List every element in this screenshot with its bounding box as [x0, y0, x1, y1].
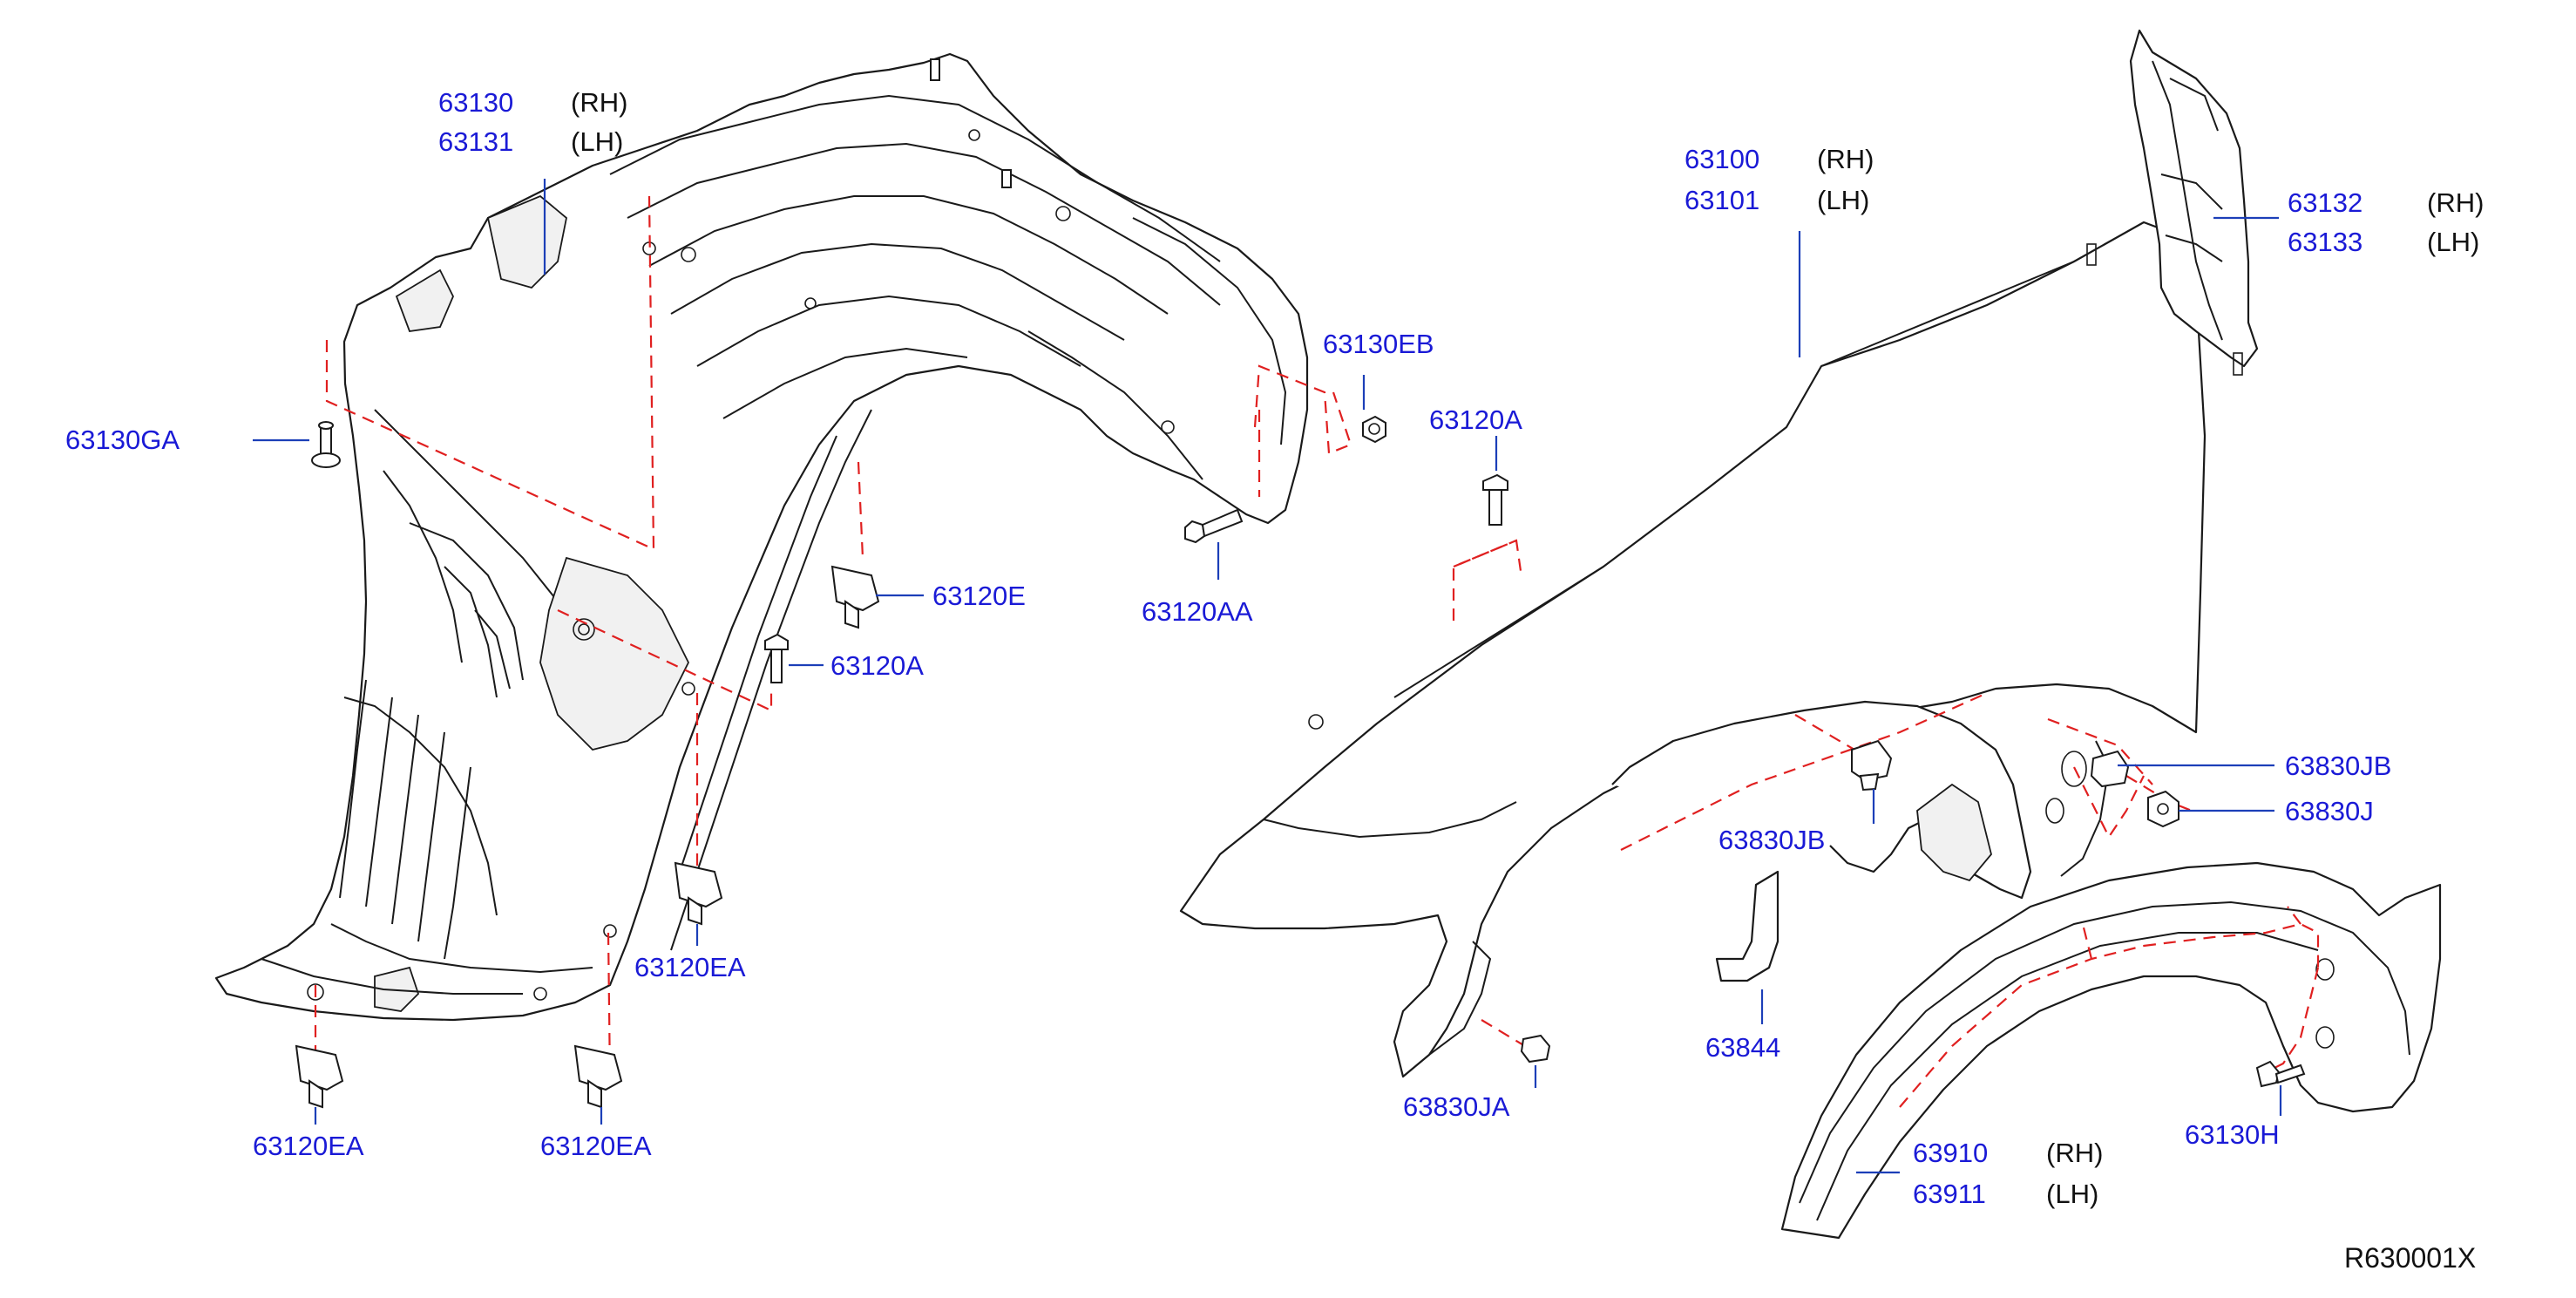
callout-63130GA: 63130GA	[65, 425, 180, 455]
fastener-63120A-mid	[764, 633, 789, 683]
callout-63120EA-left: 63120EA	[253, 1131, 364, 1161]
callout-63131-code: 63131	[438, 126, 513, 157]
fender-seal-63132	[2129, 29, 2259, 376]
callout-63844: 63844	[1705, 1032, 1780, 1063]
fastener-63130EB	[1362, 415, 1386, 444]
callout-63120A-top: 63120A	[1429, 404, 1522, 435]
callout-63910-side: (RH)	[2046, 1138, 2103, 1168]
callout-63132-side: (RH)	[2427, 187, 2484, 218]
callout-63131-side: (LH)	[571, 126, 623, 157]
fastener-63830JA	[1520, 1034, 1551, 1064]
clip-63120E	[830, 565, 880, 629]
callout-63130-side: (RH)	[571, 87, 627, 118]
clip-63120EA-mid	[674, 861, 723, 926]
callout-63911-code: 63911	[1913, 1179, 1986, 1209]
fastener-63120AA	[1184, 508, 1244, 544]
clip-63120EA-left	[295, 1044, 344, 1109]
callout-63130EB: 63130EB	[1323, 329, 1434, 359]
fender-protector	[214, 52, 1309, 1022]
callout-63830JA: 63830JA	[1403, 1091, 1510, 1122]
front-fender-panel	[1179, 221, 2207, 1078]
fastener-63830JB-right	[2090, 750, 2130, 788]
wheel-arch-molding	[1780, 861, 2442, 1240]
callout-63910-code: 63910	[1913, 1138, 1988, 1168]
fender-insulator-63844	[1715, 870, 1779, 982]
callout-63130-code: 63130	[438, 87, 513, 118]
leader-lines	[253, 179, 2282, 1174]
callout-63120E: 63120E	[932, 581, 1026, 611]
fastener-63130H	[2255, 1060, 2306, 1088]
callout-63130H: 63130H	[2185, 1119, 2280, 1150]
callout-63830J: 63830J	[2285, 796, 2374, 826]
callout-63101-side: (LH)	[1817, 185, 1869, 215]
callout-63830JB-right: 63830JB	[2285, 751, 2391, 781]
fastener-63830J	[2147, 790, 2179, 828]
callout-63133-code: 63133	[2288, 227, 2362, 257]
clip-63120EA-right	[573, 1044, 623, 1109]
fastener-63830JB-mid	[1851, 739, 1893, 792]
fastener-63130GA	[311, 421, 341, 468]
callout-63120A-mid: 63120A	[830, 650, 924, 681]
fastener-63120A-top	[1482, 473, 1508, 526]
callout-63101-code: 63101	[1685, 185, 1759, 215]
callout-63133-side: (LH)	[2427, 227, 2479, 257]
callout-63911-side: (LH)	[2046, 1179, 2098, 1209]
callout-63132-code: 63132	[2288, 187, 2362, 218]
diagram-reference-code: R630001X	[2344, 1242, 2476, 1274]
callout-63830JB-mid: 63830JB	[1718, 825, 1825, 855]
callout-63120AA: 63120AA	[1142, 596, 1253, 627]
callout-63100-code: 63100	[1685, 144, 1759, 174]
callout-63100-side: (RH)	[1817, 144, 1874, 174]
callout-labels: 63130 (RH) 63131 (LH) 63130GA 63130EB 63…	[65, 87, 2484, 1274]
callout-63120EA-mid: 63120EA	[634, 952, 746, 982]
callout-63120EA-right: 63120EA	[540, 1131, 652, 1161]
